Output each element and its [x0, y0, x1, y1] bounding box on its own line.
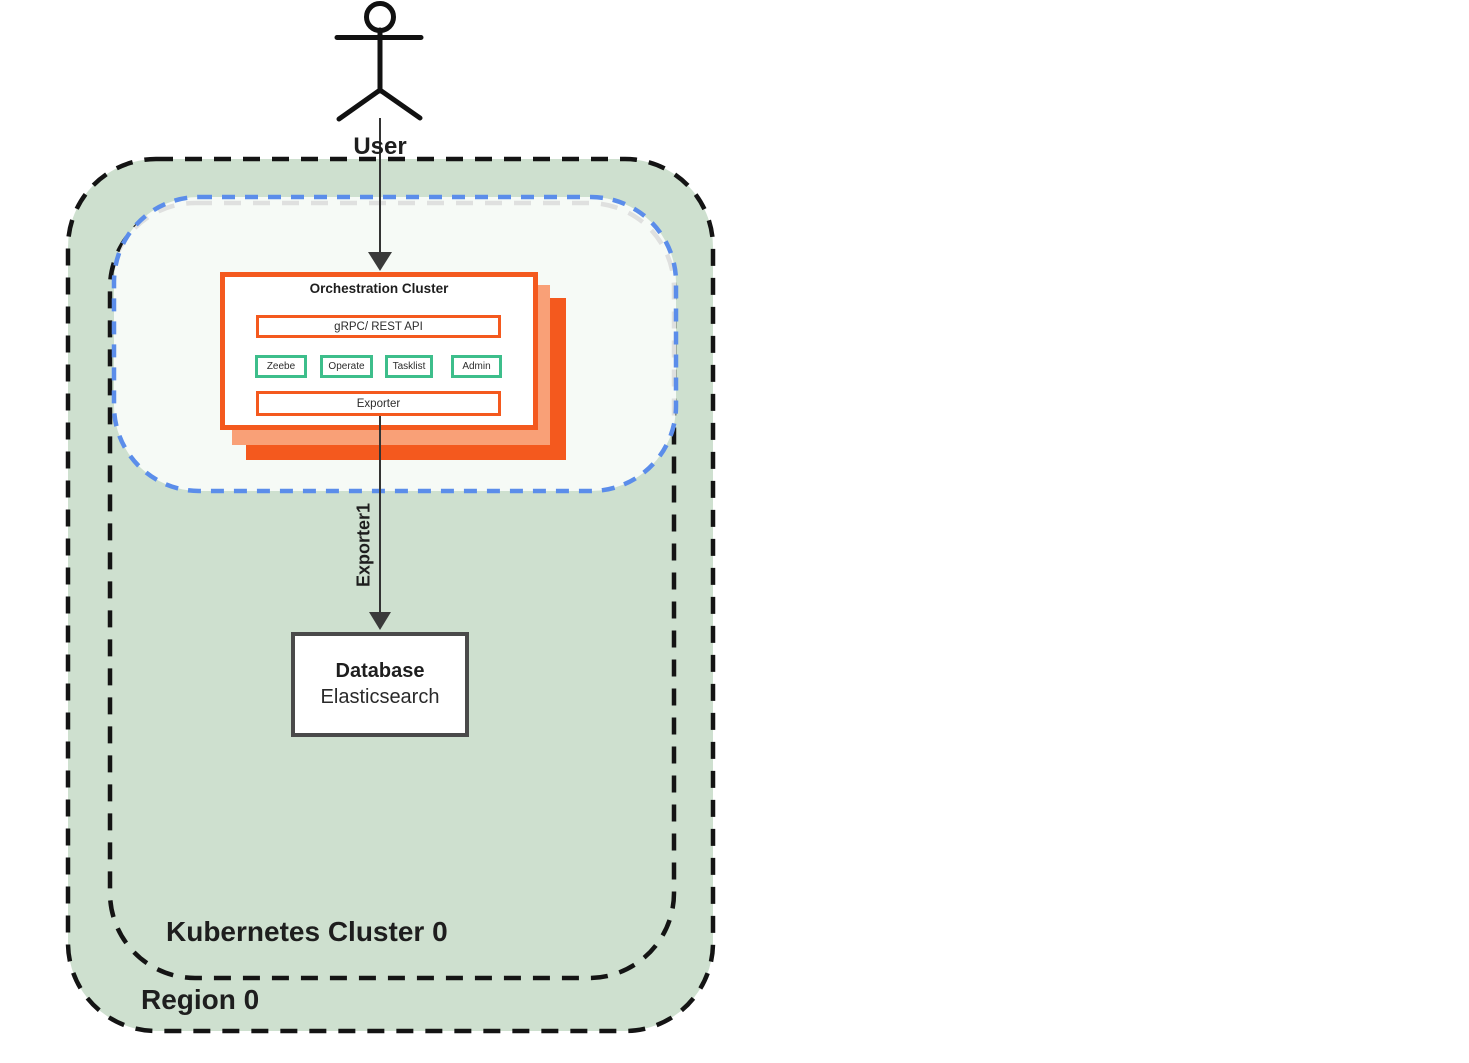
user-actor-icon — [334, 1, 424, 122]
component-tasklist: Tasklist — [385, 355, 433, 378]
component-admin-label: Admin — [462, 361, 491, 372]
orchestration-cluster-title: Orchestration Cluster — [309, 281, 449, 296]
exporter-edge-label: Exporter1 — [353, 502, 374, 588]
kubernetes-cluster-label: Kubernetes Cluster 0 — [166, 916, 448, 947]
component-tasklist-label: Tasklist — [392, 361, 426, 372]
component-operate: Operate — [320, 355, 373, 378]
user-actor-label: User — [353, 133, 407, 160]
orchestration-cluster-box: Orchestration Cluster gRPC/ REST API Zee… — [220, 272, 538, 430]
arrowhead-icon — [368, 252, 392, 271]
component-zeebe-label: Zeebe — [266, 361, 296, 372]
grpc-rest-api-box: gRPC/ REST API — [256, 315, 501, 338]
exporter-label: Exporter — [356, 397, 401, 410]
component-operate-label: Operate — [328, 361, 365, 372]
database-title: Database — [335, 660, 425, 682]
region-label: Region 0 — [141, 984, 260, 1015]
grpc-rest-api-label: gRPC/ REST API — [334, 320, 423, 333]
exporter-box: Exporter — [256, 391, 501, 416]
database-node: Database Elasticsearch — [291, 632, 469, 737]
kubernetes-cluster-zone — [107, 200, 677, 981]
database-technology: Elasticsearch — [320, 686, 440, 708]
component-zeebe: Zeebe — [255, 355, 307, 378]
user-to-cluster-arrow — [368, 118, 392, 271]
component-admin: Admin — [451, 355, 502, 378]
